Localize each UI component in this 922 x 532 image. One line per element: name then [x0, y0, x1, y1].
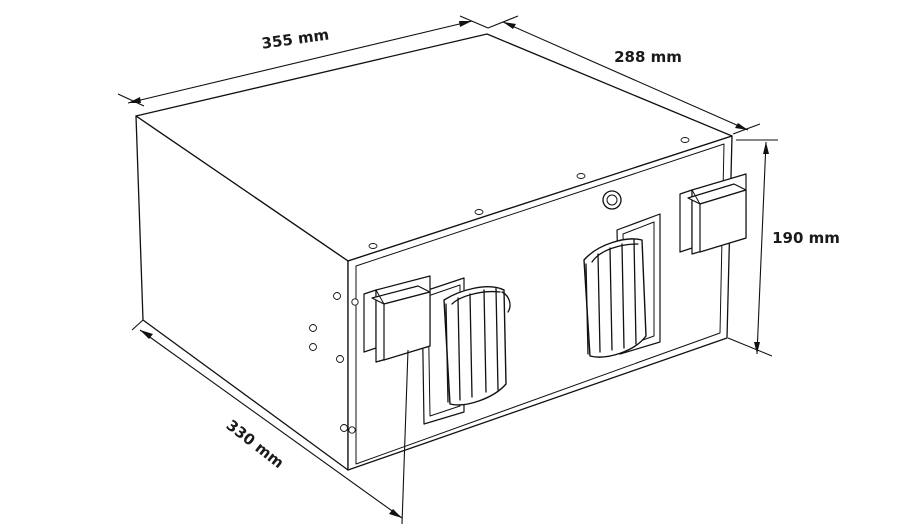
- width-label: 355 mm: [260, 25, 330, 52]
- depth-label: 288 mm: [614, 48, 682, 66]
- front-screws: [348, 298, 359, 434]
- side-screws: [309, 292, 348, 432]
- dimension-height: 190 mm: [727, 139, 840, 357]
- length-label: 330 mm: [223, 416, 288, 472]
- height-label: 190 mm: [772, 229, 840, 247]
- front-panel-border: [355, 143, 725, 465]
- right-bracket: [679, 173, 747, 255]
- right-handle: [583, 213, 661, 358]
- dimension-depth: 288 mm: [487, 15, 761, 135]
- front-connector: [602, 190, 622, 210]
- left-handle: [421, 277, 511, 425]
- top-screws: [368, 137, 690, 249]
- left-bracket: [363, 275, 431, 363]
